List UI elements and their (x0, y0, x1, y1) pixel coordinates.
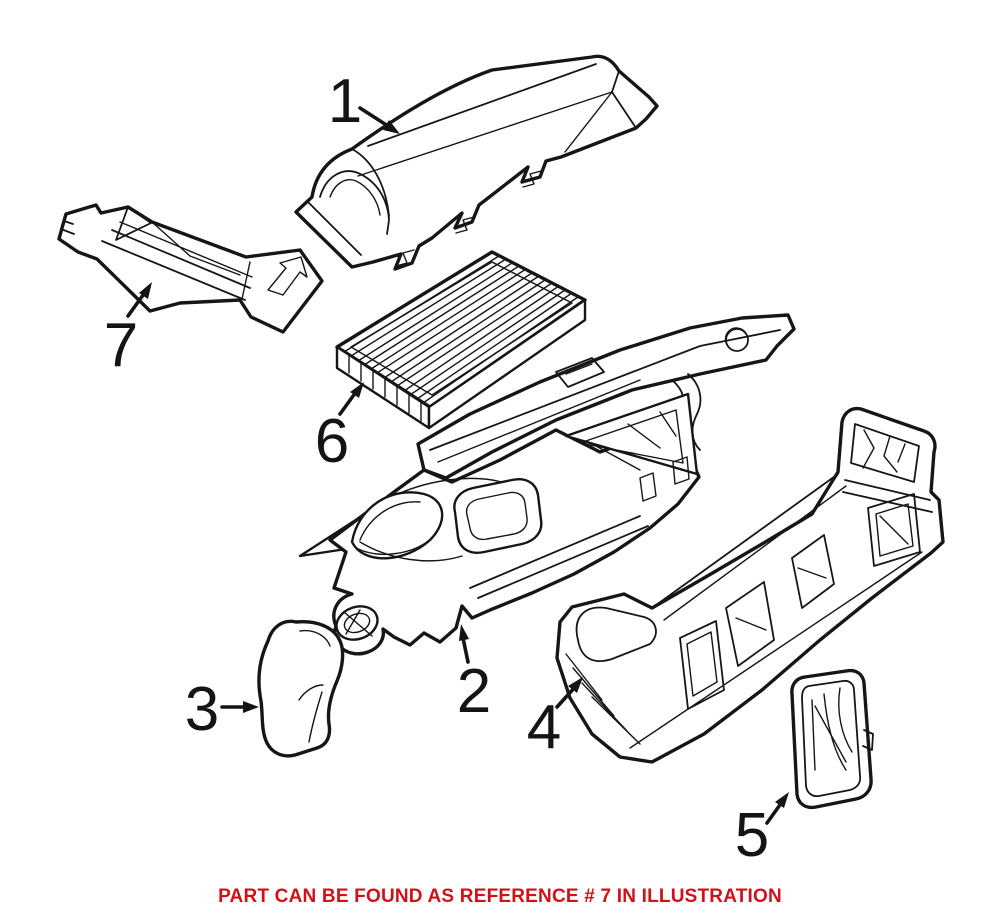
part-4-air-channel-drawing (555, 406, 945, 764)
part-6-arrow (338, 382, 364, 416)
part-6-filter-element-drawing (335, 250, 587, 430)
part-4-label: 4 (527, 693, 561, 762)
part-7-arrow (126, 282, 152, 318)
part-1-label: 1 (328, 67, 362, 136)
part-3-label: 3 (185, 675, 219, 744)
filter-side-ticks (348, 354, 422, 422)
part-4-arrow (555, 677, 583, 709)
part-6-label: 6 (315, 407, 349, 476)
part-5-arrow (765, 792, 789, 825)
part-7-cowl-strip-drawing (57, 203, 324, 334)
part-2-arrow (459, 624, 470, 664)
part-7-label: 7 (104, 311, 138, 380)
part-2-lower-housing-drawing (298, 313, 796, 656)
reference-caption: PART CAN BE FOUND AS REFERENCE # 7 IN IL… (218, 886, 782, 907)
part-2-label: 2 (457, 657, 491, 726)
filter-ribs (343, 255, 579, 404)
part-3-arrow (220, 701, 259, 713)
part-5-label: 5 (735, 801, 769, 870)
part-1-arrow (358, 106, 400, 134)
part-1-housing-cover-drawing (294, 54, 659, 271)
part-5-vent-duct-drawing (790, 668, 874, 810)
part-3-duct-boot-drawing (257, 619, 345, 758)
